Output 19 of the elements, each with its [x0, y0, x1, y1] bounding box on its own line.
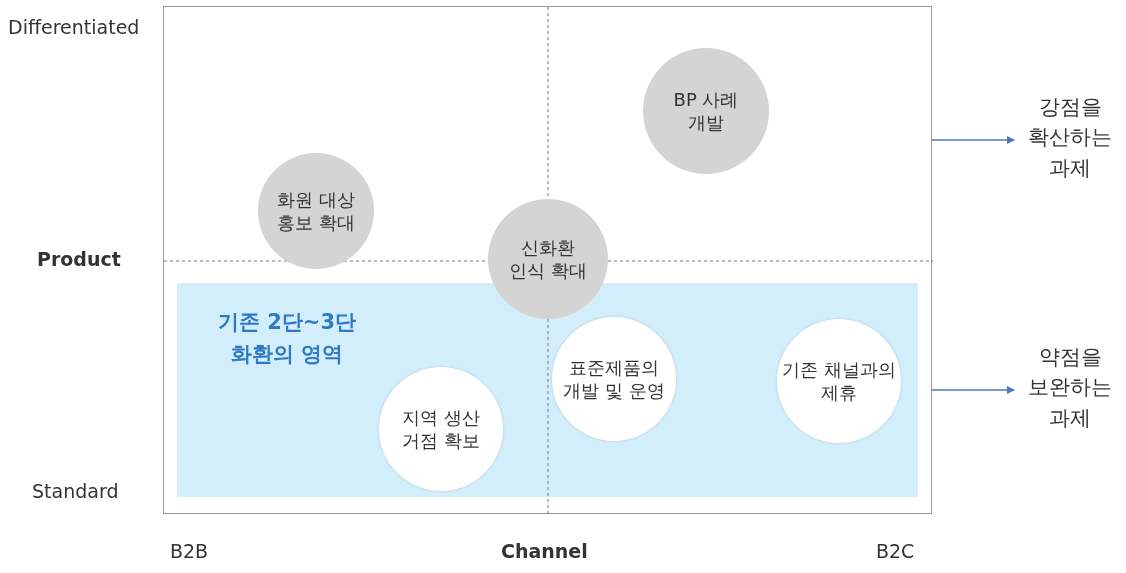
node-label: 기존 채널과의 제휴: [781, 357, 897, 405]
axis-label: Channel: [501, 540, 588, 562]
arrow: [931, 136, 1015, 144]
highlight-band: [177, 283, 918, 497]
task-label: 강점을 확산하는 과제: [1027, 94, 1113, 182]
chart-frame: [163, 6, 932, 514]
area-label: 기존 2단~3단 화환의 영역: [216, 309, 358, 368]
node-label: BP 사례 개발: [672, 87, 740, 135]
axis-label: Product: [37, 248, 121, 270]
axis-label: Standard: [32, 480, 119, 502]
node-label: 화원 대상 홍보 확대: [276, 187, 356, 235]
node-label: 표준제품의 개발 및 운영: [562, 355, 666, 403]
task-label: 약점을 보완하는 과제: [1027, 344, 1113, 432]
arrow: [931, 386, 1015, 394]
node-label: 지역 생산 거점 확보: [401, 405, 481, 453]
axis-label: B2B: [170, 540, 209, 562]
node-label: 신화환 인식 확대: [508, 235, 588, 283]
axis-label: B2C: [876, 540, 915, 562]
axis-label: Differentiated: [8, 16, 140, 38]
